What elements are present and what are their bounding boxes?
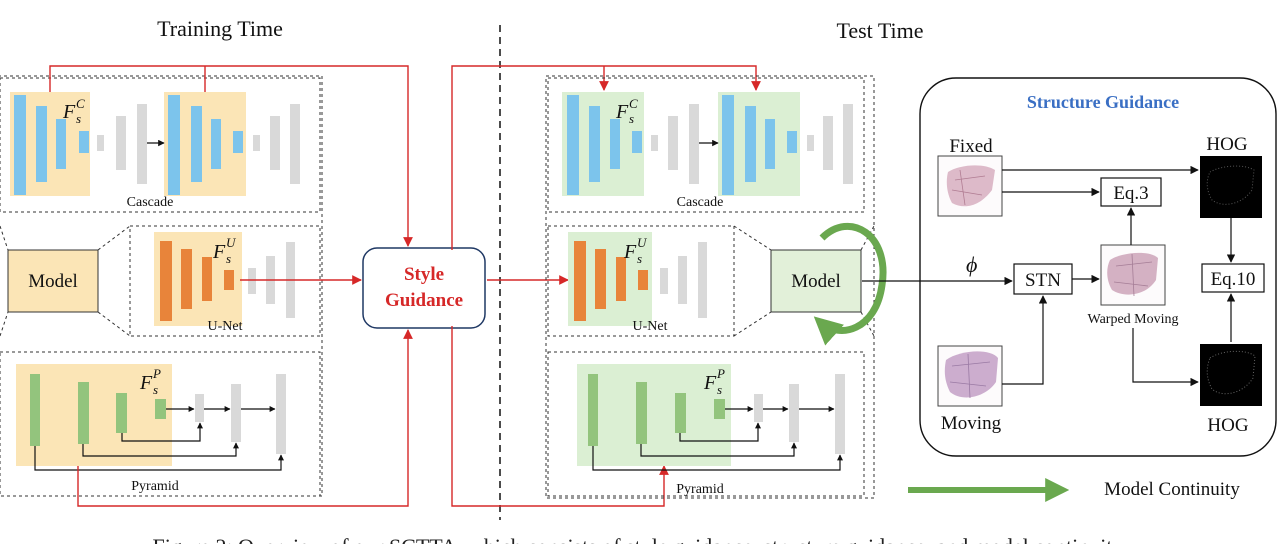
eq3-box bbox=[1100, 177, 1162, 207]
svg-text:F: F bbox=[623, 241, 637, 263]
svg-text:U: U bbox=[226, 235, 237, 250]
train-pyramid-label: Pyramid bbox=[131, 479, 178, 494]
figure-caption: Figure 2: Overview of our SCTTA, which c… bbox=[153, 534, 1128, 544]
hog-top-image bbox=[1200, 156, 1262, 218]
test-outer-frame bbox=[545, 75, 875, 499]
train-zoom-line bbox=[97, 225, 131, 251]
style-guidance-line2: Guidance bbox=[385, 290, 463, 311]
eq10-box bbox=[1201, 263, 1265, 293]
train-cascade-panel bbox=[0, 77, 321, 213]
svg-text:P: P bbox=[152, 366, 161, 381]
test-unet-panel bbox=[547, 225, 735, 337]
test-zoom-line bbox=[733, 311, 772, 337]
test-feature-pyramid: F s P bbox=[703, 366, 725, 397]
style-guidance-line1: Style bbox=[404, 264, 444, 285]
training-time-title: Training Time bbox=[157, 16, 283, 41]
train-feature-unet: F s U bbox=[212, 235, 237, 266]
train-zoom-line bbox=[0, 311, 9, 337]
svg-text:F: F bbox=[139, 372, 153, 394]
test-time-title: Test Time bbox=[836, 18, 923, 43]
eq3-label: Eq.3 bbox=[1113, 183, 1148, 204]
model-continuity-loop-arrow bbox=[813, 223, 887, 346]
style-guidance-box bbox=[362, 247, 486, 329]
svg-text:C: C bbox=[629, 96, 638, 111]
moving-image bbox=[937, 345, 1003, 407]
svg-text:F: F bbox=[212, 241, 226, 263]
fixed-label: Fixed bbox=[949, 136, 993, 157]
test-cascade-panel bbox=[547, 77, 865, 213]
train-zoom-line bbox=[0, 225, 9, 251]
test-zoom-line bbox=[860, 311, 875, 337]
svg-text:F: F bbox=[703, 372, 717, 394]
svg-text:s: s bbox=[153, 382, 158, 397]
svg-text:F: F bbox=[615, 101, 629, 123]
svg-text:s: s bbox=[629, 111, 634, 126]
model-continuity-legend-label: Model Continuity bbox=[1104, 479, 1240, 500]
svg-text:s: s bbox=[717, 382, 722, 397]
warped-moving-image bbox=[1100, 244, 1166, 306]
svg-text:C: C bbox=[76, 96, 85, 111]
warped-moving-label: Warped Moving bbox=[1087, 312, 1178, 327]
structure-guidance-arrows bbox=[862, 165, 1236, 387]
test-model-box bbox=[770, 249, 862, 313]
test-zoom-line bbox=[733, 225, 772, 251]
moving-label: Moving bbox=[941, 413, 1002, 434]
train-red-arrows bbox=[49, 65, 413, 507]
fixed-image bbox=[937, 155, 1003, 217]
stn-label: STN bbox=[1025, 270, 1061, 291]
test-feature-cascade: F s C bbox=[615, 96, 638, 126]
svg-text:P: P bbox=[716, 366, 725, 381]
train-feature-pyramid: F s P bbox=[139, 366, 161, 397]
svg-text:s: s bbox=[637, 251, 642, 266]
structure-guidance-title: Structure Guidance bbox=[1027, 92, 1179, 112]
test-pyramid-label: Pyramid bbox=[676, 482, 723, 497]
test-feature-unet: F s U bbox=[623, 235, 648, 266]
train-model-box bbox=[7, 249, 99, 313]
train-model-label: Model bbox=[28, 271, 78, 292]
train-feature-cascade: F s C bbox=[62, 96, 85, 126]
stn-box bbox=[1013, 263, 1073, 295]
train-unet-label: U-Net bbox=[208, 319, 243, 334]
test-pyramid-panel bbox=[547, 351, 865, 497]
test-cascade-label: Cascade bbox=[677, 195, 724, 210]
hog-bottom-label: HOG bbox=[1207, 415, 1248, 436]
svg-text:F: F bbox=[62, 101, 76, 123]
train-zoom-line bbox=[97, 311, 131, 337]
svg-text:s: s bbox=[76, 111, 81, 126]
test-unet-label: U-Net bbox=[633, 319, 668, 334]
structure-guidance-panel bbox=[919, 77, 1277, 457]
svg-text:s: s bbox=[226, 251, 231, 266]
test-model-label: Model bbox=[791, 271, 841, 292]
train-cascade-label: Cascade bbox=[127, 195, 174, 210]
hog-top-label: HOG bbox=[1206, 134, 1247, 155]
train-pyramid-panel bbox=[0, 351, 321, 497]
eq10-label: Eq.10 bbox=[1211, 269, 1256, 290]
svg-text:U: U bbox=[637, 235, 648, 250]
test-red-arrows bbox=[451, 65, 761, 507]
phi-label: ϕ bbox=[966, 252, 977, 277]
hog-bottom-image bbox=[1200, 344, 1262, 406]
